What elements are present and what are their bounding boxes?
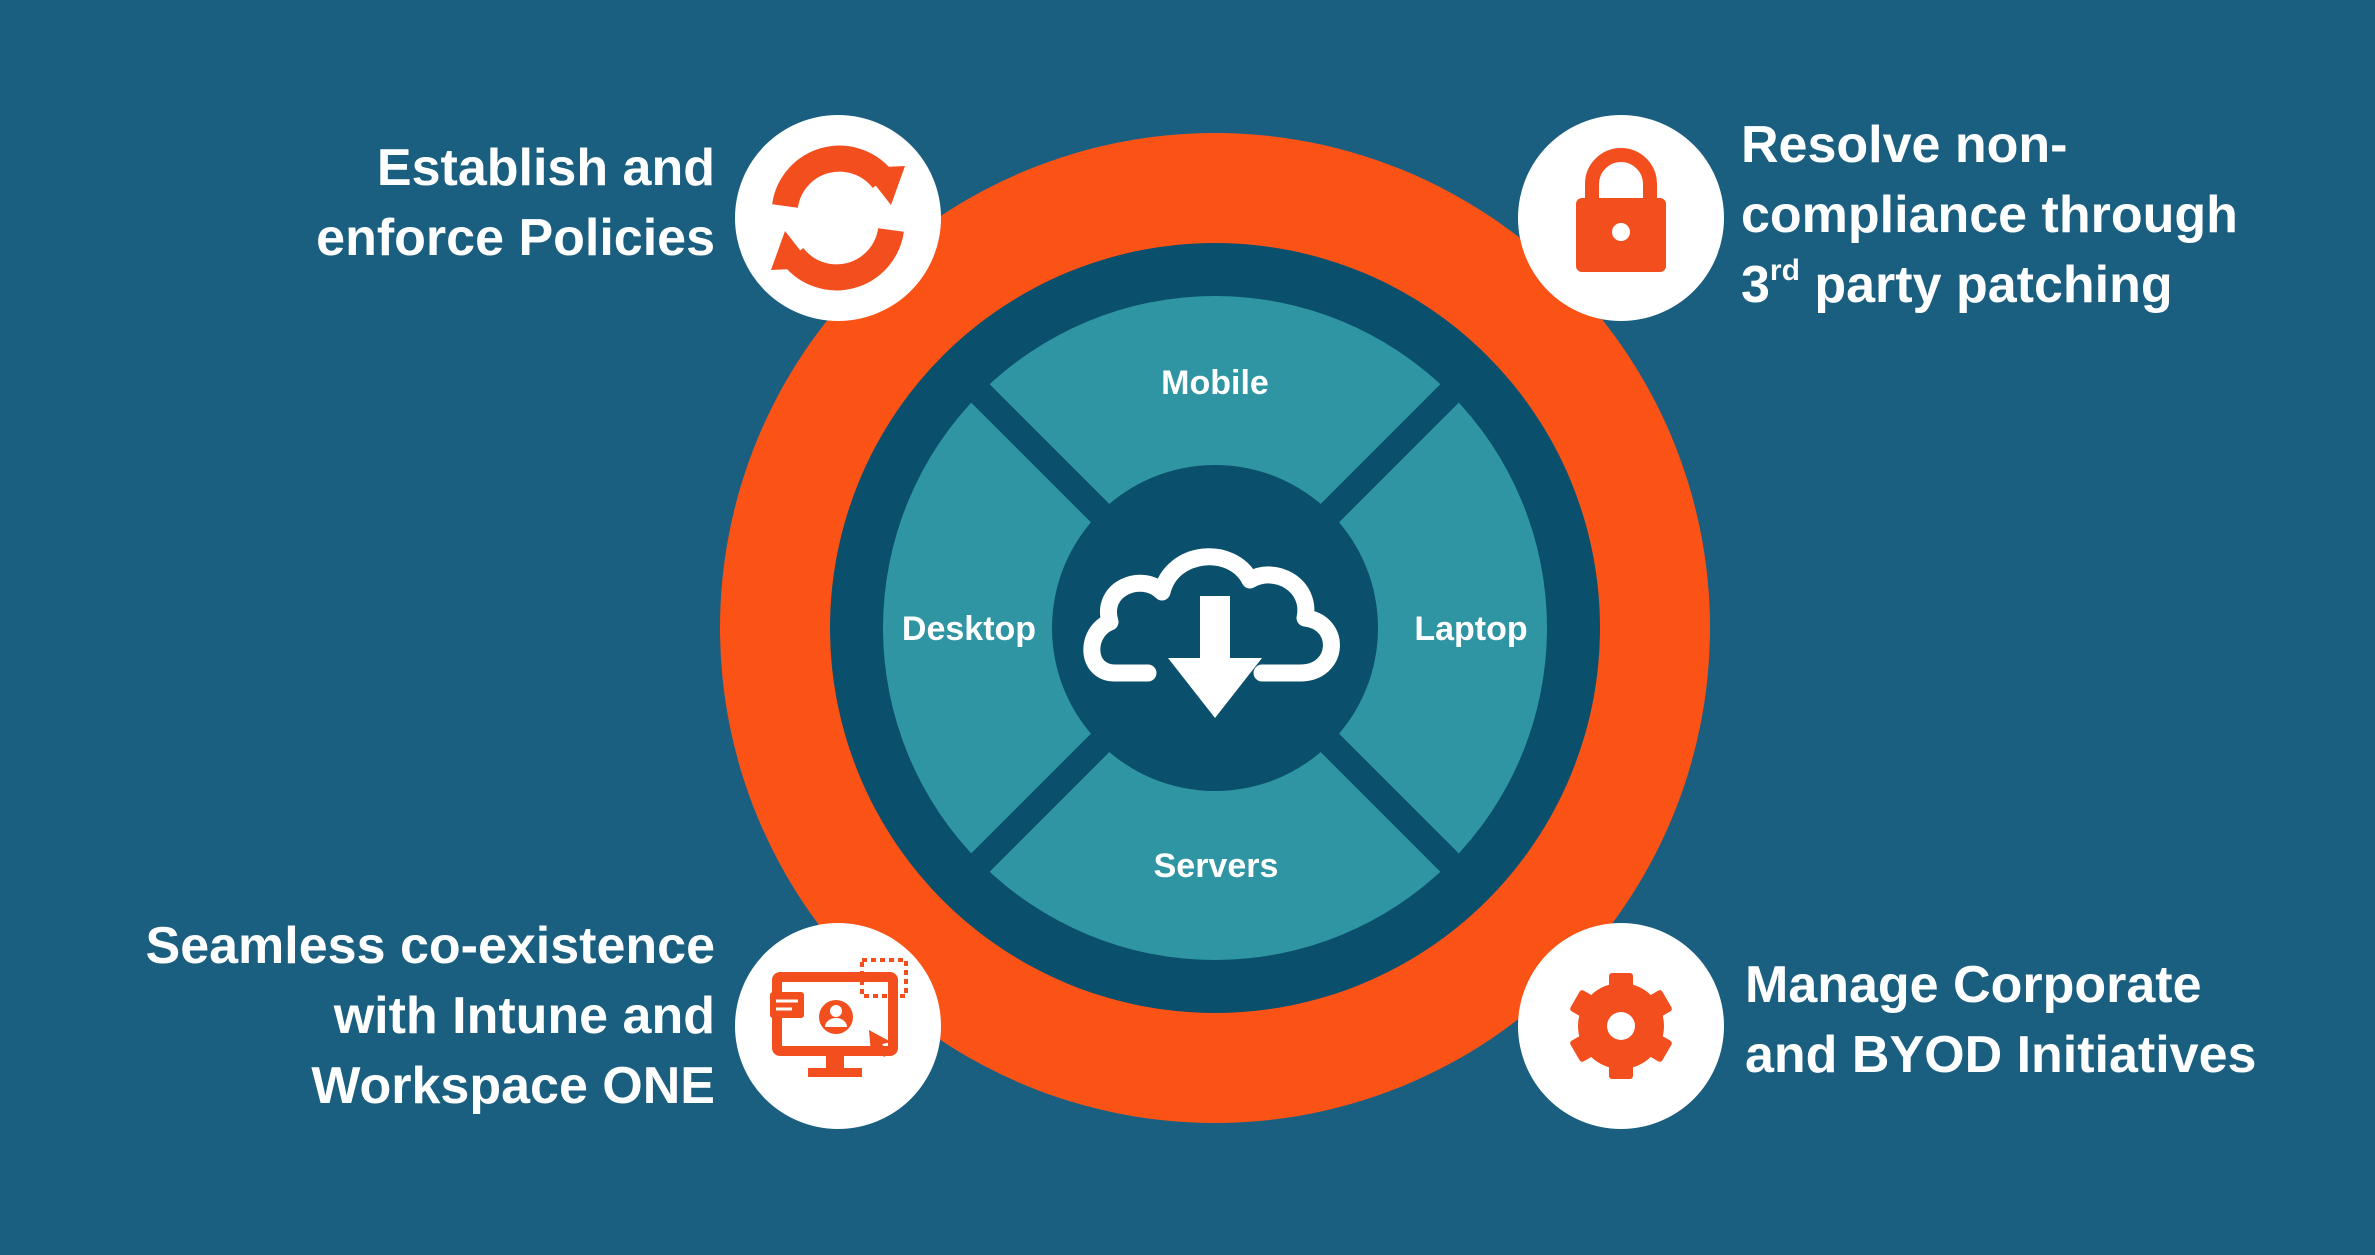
feature-byod-line-2: and BYOD Initiatives xyxy=(1745,1026,2257,1084)
cloud-download-icon xyxy=(1083,548,1340,718)
coexistence-badge xyxy=(735,923,941,1129)
segment-label-mobile: Mobile xyxy=(1161,364,1269,402)
byod-badge xyxy=(1518,923,1724,1129)
feature-patching-ordinal-suffix: rd xyxy=(1769,253,1800,287)
feature-patching-line-2: compliance through xyxy=(1741,186,2238,244)
feature-patching-line-1: Resolve non- xyxy=(1741,116,2068,174)
feature-patching-text: Resolve non- compliance through 3rd part… xyxy=(1741,110,2238,320)
patching-badge xyxy=(1518,115,1724,321)
feature-patching-line-3: 3rd party patching xyxy=(1741,250,2238,320)
feature-policies-line-1: Establish and xyxy=(376,139,715,197)
monitor-user-icon xyxy=(770,958,908,1077)
feature-policies-line-2: enforce Policies xyxy=(316,209,715,267)
segment-label-servers: Servers xyxy=(1154,847,1279,885)
feature-coexistence-line-3: Workspace ONE xyxy=(311,1057,715,1115)
feature-coexistence-line-1: Seamless co-existence xyxy=(145,917,715,975)
feature-byod-line-1: Manage Corporate xyxy=(1745,956,2202,1014)
lock-icon xyxy=(1576,148,1666,272)
feature-coexistence-text: Seamless co-existence with Intune and Wo… xyxy=(146,911,715,1121)
feature-policies-text: Establish and enforce Policies xyxy=(316,133,715,273)
sync-icon xyxy=(771,145,905,291)
segment-label-laptop: Laptop xyxy=(1414,610,1527,648)
feature-coexistence-line-2: with Intune and xyxy=(333,987,715,1045)
gear-icon xyxy=(1570,973,1672,1079)
segment-label-desktop: Desktop xyxy=(902,610,1036,648)
feature-patching-line-3-rest: party patching xyxy=(1799,256,2173,314)
policies-badge xyxy=(735,115,941,321)
feature-byod-text: Manage Corporate and BYOD Initiatives xyxy=(1745,950,2256,1090)
feature-patching-ordinal: 3 xyxy=(1741,256,1770,314)
